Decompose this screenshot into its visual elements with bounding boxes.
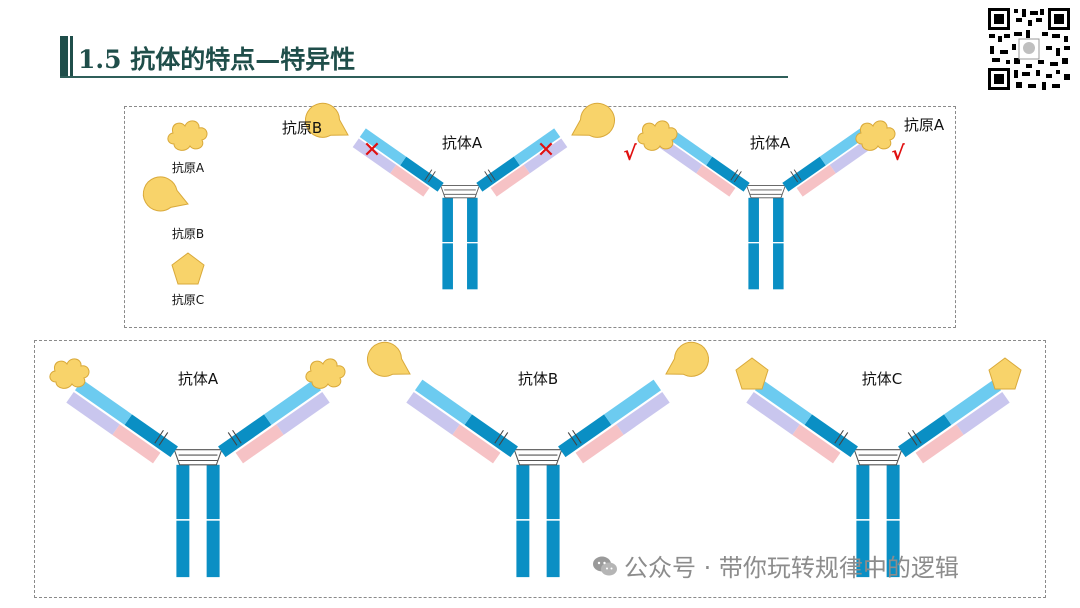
watermark-text: 公众号 · 带你玩转规律中的逻辑 [624, 554, 959, 582]
antigen-c-icon [988, 357, 1022, 390]
bottom-antibody-a: 抗体A [49, 358, 346, 578]
antibody-label: 抗体A [750, 134, 791, 152]
bottom-antibody-b: 抗体B [360, 335, 716, 578]
antigen-c-icon [735, 357, 769, 390]
antigen-b-icon [360, 335, 419, 390]
watermark: 公众号 · 带你玩转规律中的逻辑 [592, 548, 959, 583]
antigen-b-icon [563, 96, 622, 151]
cross-icon: ✕ [363, 138, 381, 163]
antibody-label: 抗体B [518, 370, 558, 388]
antibody-label: 抗体C [862, 370, 902, 388]
bottom-antibody-c: 抗体C [735, 357, 1022, 578]
antigen-b-legend-icon [138, 171, 195, 221]
title-accent-bar-thin [70, 36, 73, 76]
antibody-label: 抗体A [442, 134, 483, 152]
title-accent-bar [60, 36, 68, 76]
antigen-a-icon [49, 358, 90, 389]
antigen-label: 抗原A [904, 116, 945, 134]
check-icon: √ [623, 141, 637, 165]
legend-label-a: 抗原A [172, 160, 205, 175]
slide-title: 1.5 抗体的特点—特异性 [78, 45, 356, 74]
qr-code-icon [986, 6, 1072, 92]
top-left-antibody: 抗原B 抗体A ✕ ✕ [282, 96, 622, 290]
legend: 抗原A 抗原B 抗原C [138, 120, 208, 307]
top-right-antibody: 抗原A 抗体A √ √ [623, 116, 945, 290]
check-icon: √ [891, 141, 905, 165]
antigen-label: 抗原B [282, 119, 322, 137]
wechat-icon [593, 556, 617, 575]
top-comparison-panel [124, 106, 956, 328]
bottom-antibodies-panel [34, 340, 1046, 598]
antigen-a-icon [855, 120, 896, 151]
title-underline [60, 76, 788, 78]
antigen-b-icon [657, 335, 716, 390]
antigen-a-icon [637, 120, 678, 151]
antigen-a-legend-icon [167, 120, 208, 151]
cross-icon: ✕ [537, 138, 555, 163]
legend-label-b: 抗原B [172, 226, 204, 241]
antibody-label: 抗体A [178, 370, 219, 388]
antigen-c-legend-icon [171, 252, 205, 285]
legend-label-c: 抗原C [172, 292, 204, 307]
antigen-a-icon [305, 358, 346, 389]
